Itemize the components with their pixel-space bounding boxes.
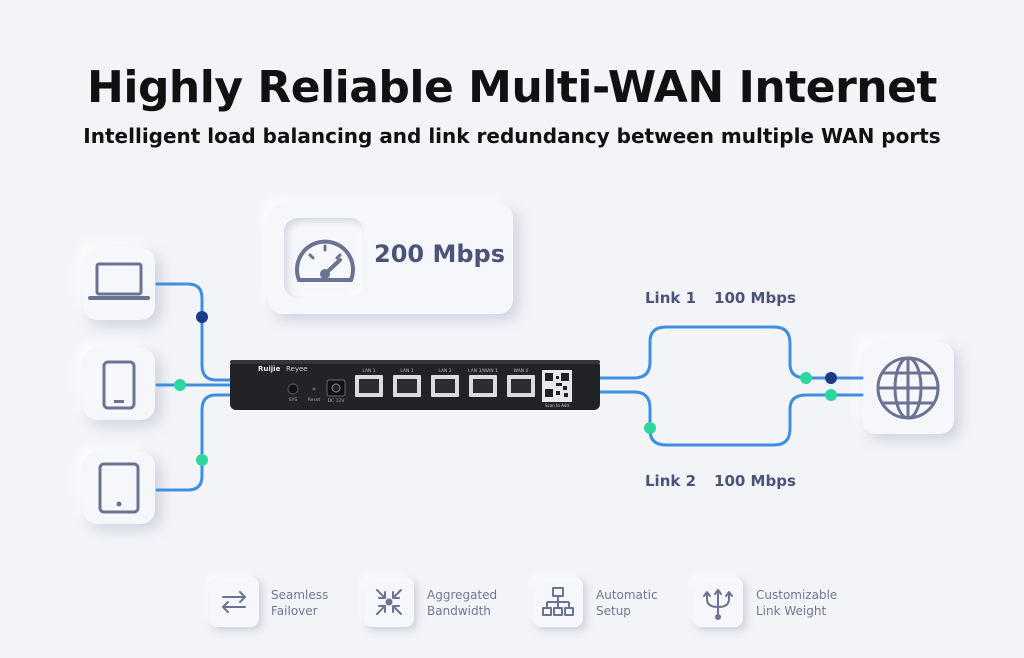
ethernet-port: LAN 1 [355, 368, 383, 397]
reset-hole [312, 387, 316, 391]
tablet-link-line [155, 393, 234, 492]
aggregate-arrows-icon [376, 589, 402, 615]
ethernet-ports: LAN 1 LAN 1 LAN 2 LAN 3/WAN 1 WAN 0 [355, 368, 535, 397]
wan-links [596, 325, 864, 447]
feature-line: Aggregated [427, 588, 498, 602]
ethernet-port: LAN 1 [393, 368, 421, 397]
reset-label: Reset [308, 397, 321, 403]
qr-code: Scan to Add [542, 370, 572, 408]
bandwidth-feature-icon [364, 577, 414, 627]
feature-line: Seamless [271, 588, 329, 602]
setup-feature-icon [533, 577, 583, 627]
weight-feature-icon [693, 577, 743, 627]
bandwidth-feature-text: Aggregated Bandwidth [427, 587, 517, 619]
ethernet-port: WAN 0 [507, 368, 535, 397]
sys-label: SYS [289, 397, 298, 403]
feature-line: Link Weight [756, 604, 827, 618]
laptop-node [196, 311, 208, 323]
feature-line: Bandwidth [427, 604, 491, 618]
failover-arrows-icon [222, 591, 246, 613]
link2-name: Link 2 [645, 472, 697, 490]
network-tree-icon [542, 587, 574, 616]
setup-feature-text: Automatic Setup [596, 587, 686, 619]
laptop-link-line [155, 282, 234, 382]
feature-line: Setup [596, 604, 631, 618]
globe-icon [876, 356, 940, 420]
link2-node-right [825, 389, 837, 401]
link2-line [596, 390, 864, 447]
port-label: LAN 1 [362, 368, 375, 374]
speedometer-icon [295, 239, 355, 282]
link2-speed: 100 Mbps [714, 472, 796, 490]
feature-line: Automatic [596, 588, 658, 602]
phone-node [174, 379, 186, 391]
failover-feature-icon [209, 577, 259, 627]
qr-caption: Scan to Add [545, 403, 569, 408]
router-device: Ruijie Reyee SYS Reset DC 12V LAN 1 LAN … [230, 360, 600, 410]
link2-node-left [644, 422, 656, 434]
link1-node-navy [825, 372, 837, 384]
power-port [287, 383, 299, 395]
laptop-card [83, 248, 155, 320]
ethernet-port: LAN 3/WAN 1 [468, 368, 498, 397]
dc-label: DC 12V [328, 398, 346, 404]
link2-label: Link 2 100 Mbps [645, 472, 796, 490]
ethernet-port: LAN 2 [431, 368, 459, 397]
feature-line: Failover [271, 604, 318, 618]
link1-line [596, 325, 864, 380]
port-label: WAN 0 [514, 368, 529, 374]
port-label: LAN 3/WAN 1 [468, 368, 498, 374]
speed-value: 200 Mbps [374, 240, 505, 268]
link1-name: Link 1 [645, 289, 697, 307]
page-subtitle: Intelligent load balancing and link redu… [83, 124, 941, 148]
page-title: Highly Reliable Multi-WAN Internet [87, 62, 937, 113]
failover-feature-text: Seamless Failover [271, 587, 361, 619]
port-label: LAN 1 [400, 368, 413, 374]
router-brand: Ruijie [258, 365, 281, 373]
laptop-icon [88, 262, 150, 300]
tablet-node [196, 454, 208, 466]
link1-node-green [800, 372, 812, 384]
phone-icon [102, 360, 136, 410]
feature-line: Customizable [756, 588, 838, 602]
trident-icon [703, 589, 733, 620]
router-sub-brand: Reyee [286, 365, 308, 373]
port-label: LAN 2 [438, 368, 451, 374]
link1-speed: 100 Mbps [714, 289, 796, 307]
link1-label: Link 1 100 Mbps [645, 289, 796, 307]
device-links [155, 282, 234, 492]
tablet-icon [98, 462, 140, 514]
weight-feature-text: Customizable Link Weight [756, 587, 846, 619]
